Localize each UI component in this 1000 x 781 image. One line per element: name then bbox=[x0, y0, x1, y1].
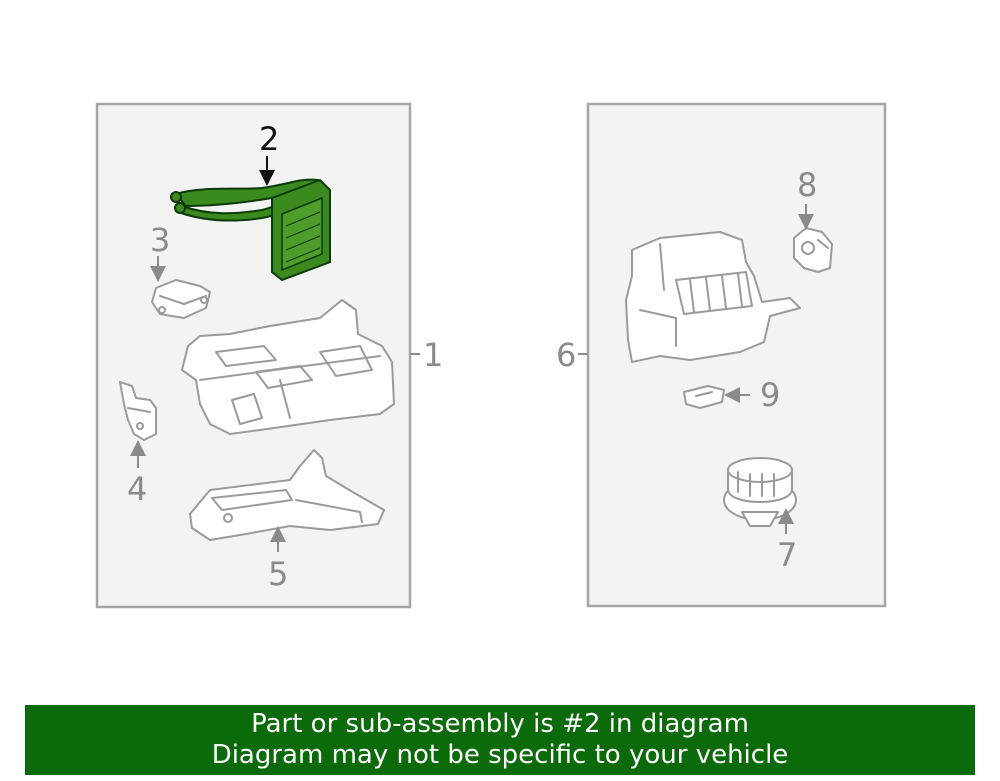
servo-part-3[interactable] bbox=[151, 279, 211, 319]
callout-6[interactable]: 6 bbox=[556, 336, 576, 374]
callout-2[interactable]: 2 bbox=[259, 120, 279, 158]
resistor-part-9[interactable] bbox=[683, 385, 725, 409]
blower-housing-part-6[interactable] bbox=[625, 231, 801, 363]
callout-1[interactable]: 1 bbox=[423, 336, 443, 374]
callout-9[interactable]: 9 bbox=[760, 376, 780, 414]
blower-motor-part-7[interactable] bbox=[723, 457, 797, 527]
notice-line-part: Part or sub-assembly is #2 in diagram bbox=[251, 709, 749, 739]
heater-housing-part-1[interactable] bbox=[181, 299, 395, 435]
heater-core-part[interactable] bbox=[170, 178, 331, 282]
callout-3[interactable]: 3 bbox=[150, 221, 170, 259]
callout-4[interactable]: 4 bbox=[127, 470, 147, 508]
callout-5[interactable]: 5 bbox=[268, 555, 288, 593]
callout-8[interactable]: 8 bbox=[797, 166, 817, 204]
notice-line-disclaimer: Diagram may not be specific to your vehi… bbox=[211, 740, 789, 770]
sensor-part-4[interactable] bbox=[119, 381, 157, 441]
callout-7[interactable]: 7 bbox=[777, 536, 797, 574]
notice-banner: Part or sub-assembly is #2 in diagram Di… bbox=[25, 705, 975, 775]
duct-part-5[interactable] bbox=[189, 449, 385, 541]
